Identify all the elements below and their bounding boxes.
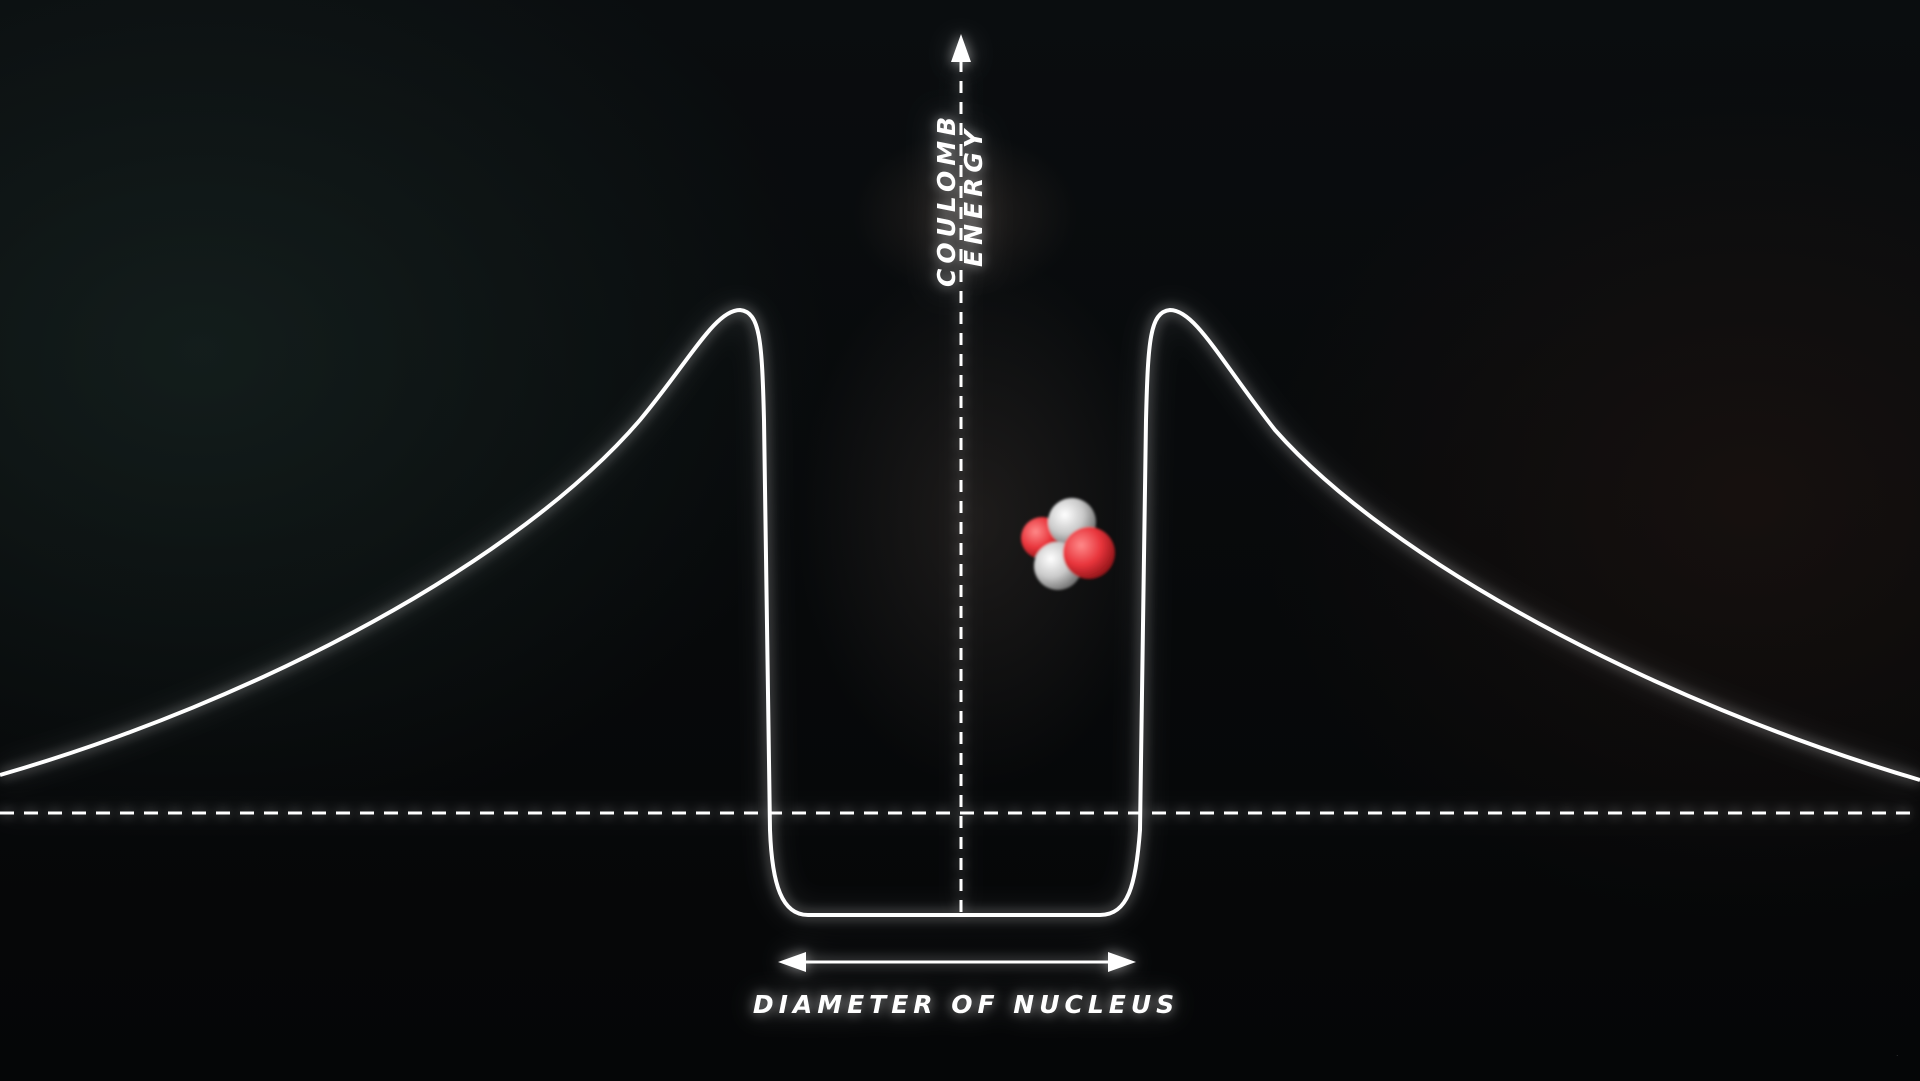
y-axis-label-line1: COULOMB: [932, 112, 961, 287]
diameter-arrow: [778, 952, 1136, 972]
alpha-particle: [1021, 498, 1115, 590]
watermark-logo: ·: [1896, 1053, 1898, 1059]
diameter-arrowhead-right: [1108, 952, 1136, 972]
proton-front: [1063, 527, 1115, 579]
y-axis-label: COULOMB ENERGY: [932, 112, 988, 287]
diameter-arrowhead-left: [778, 952, 806, 972]
y-axis-label-line2: ENERGY: [959, 125, 988, 267]
y-axis-arrowhead: [951, 34, 971, 62]
x-axis-label: DIAMETER OF NUCLEUS: [753, 990, 1179, 1019]
